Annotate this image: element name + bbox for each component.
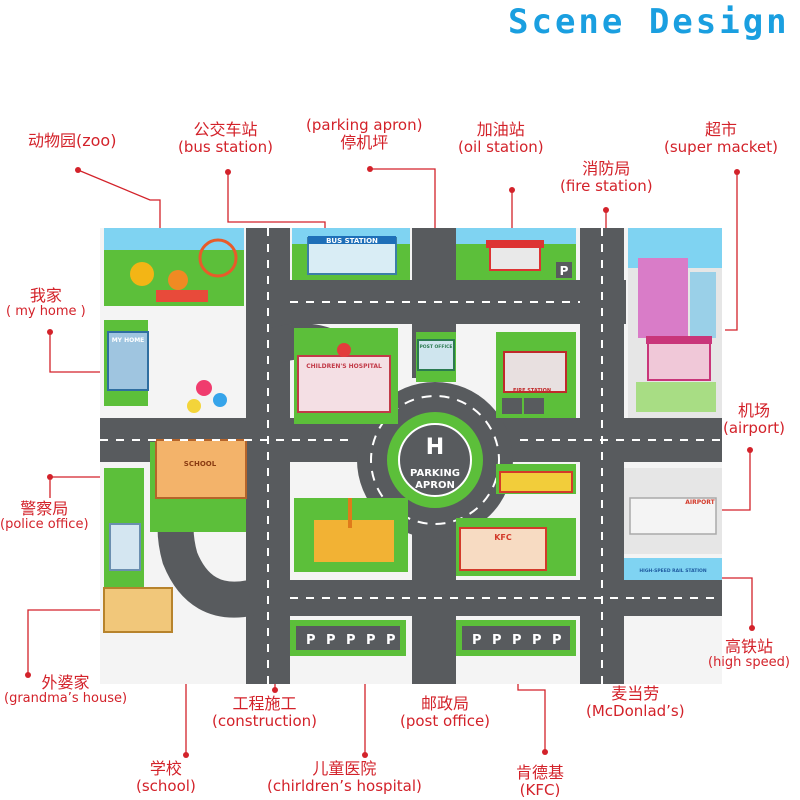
svg-text:P: P xyxy=(326,633,336,648)
svg-text:P: P xyxy=(492,633,502,648)
fire-station-sign: FIRE STATION xyxy=(513,388,551,394)
label-supermarket: 超市 (super macket) xyxy=(664,120,779,157)
parking-lot-left: P P P P P xyxy=(290,620,406,656)
label-airport: 机场 (airport) xyxy=(723,401,785,438)
rail-sign: HIGH-SPEED RAIL STATION xyxy=(639,568,706,574)
label-kfc: 肯德基 (KFC) xyxy=(516,763,565,800)
parking-lot-right: P P P P P xyxy=(456,620,576,656)
label-oil-station: 加油站 (oil station) xyxy=(458,120,544,157)
airport-sign: AIRPORT xyxy=(685,499,715,506)
leader-my-home xyxy=(49,332,120,373)
leader-high-speed xyxy=(712,577,753,628)
svg-text:P: P xyxy=(512,633,522,648)
svg-text:P: P xyxy=(532,633,542,648)
page-title: Scene Design xyxy=(508,2,790,42)
label-zoo: 动物园(zoo) xyxy=(28,131,117,150)
svg-text:P: P xyxy=(472,633,482,648)
city-play-mat: BUS STATION P MY HOME H PARKING APRON xyxy=(100,228,722,684)
post-office-sign: POST OFFICE xyxy=(419,344,452,350)
label-my-home: 我家 ( my home ) xyxy=(6,286,86,320)
home-sign: MY HOME xyxy=(112,337,145,344)
helipad-line1: PARKING xyxy=(410,468,460,479)
svg-text:P: P xyxy=(306,633,316,648)
leader-grandmas-house xyxy=(27,609,128,675)
school-sign: SCHOOL xyxy=(184,460,217,468)
leader-bus-station xyxy=(227,172,326,236)
rail-station-block xyxy=(624,558,722,580)
helipad-letter: H xyxy=(426,435,444,460)
label-bus-station: 公交车站 (bus station) xyxy=(178,120,273,157)
oil-station-parking: P xyxy=(560,264,569,278)
label-grandmas-house: 外婆家 (grandma’s house) xyxy=(4,673,128,707)
road-lower-vertical xyxy=(412,518,456,684)
label-construction: 工程施工 (construction) xyxy=(212,694,317,731)
label-school: 学校 (school) xyxy=(136,759,196,796)
svg-text:P: P xyxy=(386,633,396,648)
label-fire-station: 消防局 (fire station) xyxy=(560,159,653,196)
bus-station-sign: BUS STATION xyxy=(326,237,378,245)
label-childrens-hospital: 儿童医院 (chirldren’s hospital) xyxy=(267,759,422,796)
leader-supermarket xyxy=(725,172,738,331)
ferris-wheel xyxy=(198,238,238,278)
grandmas-house-block xyxy=(103,587,173,633)
svg-text:P: P xyxy=(366,633,376,648)
svg-text:P: P xyxy=(346,633,356,648)
helipad-line2: APRON xyxy=(415,480,455,491)
label-police-office: 警察局 (police office) xyxy=(0,499,89,533)
label-post-office: 邮政局 (post office) xyxy=(400,694,491,731)
label-mcdonalds: 麦当劳 (McDonlad’s) xyxy=(586,684,685,721)
kfc-sign: KFC xyxy=(494,533,512,542)
label-parking-apron: (parking apron) 停机坪 xyxy=(306,116,423,153)
label-high-speed: 高铁站 (high speed) xyxy=(708,637,790,671)
hospital-sign: CHILDREN'S HOSPITAL xyxy=(306,363,382,370)
svg-text:P: P xyxy=(552,633,562,648)
